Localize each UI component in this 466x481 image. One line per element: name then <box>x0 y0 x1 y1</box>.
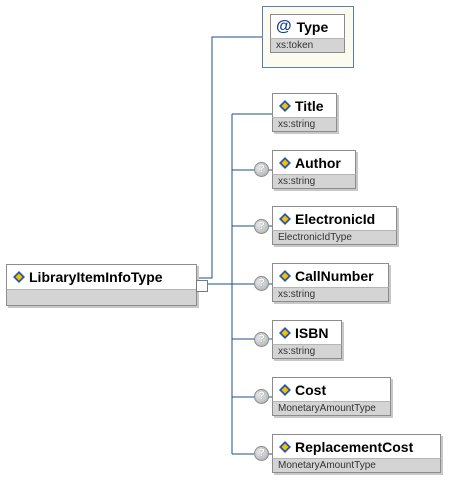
element-diamond-icon <box>279 212 291 225</box>
element-diamond-icon <box>279 383 291 396</box>
element-node-callnumber[interactable]: CallNumber xs:string <box>272 263 389 302</box>
sequence-compositor <box>196 280 208 292</box>
element-node-header: ISBN <box>272 320 342 344</box>
element-node-label: CallNumber <box>295 267 374 284</box>
element-node-label: Cost <box>295 381 327 398</box>
optional-question-icon: ? <box>254 219 269 234</box>
element-node-label: ElectronicId <box>295 210 376 227</box>
element-node-replacementcost[interactable]: ReplacementCost MonetaryAmountType <box>272 434 441 473</box>
element-node-author[interactable]: Author xs:string <box>272 150 356 189</box>
element-diamond-icon <box>13 271 25 283</box>
element-node-header: Author <box>272 150 356 174</box>
element-diamond-icon <box>279 440 291 453</box>
element-node-label: Title <box>295 97 324 114</box>
element-diamond-icon <box>279 326 291 339</box>
root-node-header: LibraryItemInfoType <box>6 264 197 289</box>
optional-question-icon: ? <box>254 162 269 177</box>
element-node-isbn[interactable]: ISBN xs:string <box>272 320 342 359</box>
root-node-type <box>6 289 197 306</box>
element-node-type: MonetaryAmountType <box>272 401 391 416</box>
element-node-type: xs:string <box>272 287 389 302</box>
element-node-header: Title <box>272 93 337 117</box>
element-node-header: ElectronicId <box>272 206 397 230</box>
element-node-header: Cost <box>272 377 391 401</box>
connector-attribute <box>197 36 262 279</box>
attribute-node-header: @ Type <box>270 14 345 38</box>
root-node[interactable]: LibraryItemInfoType <box>6 264 197 306</box>
element-diamond-icon <box>279 156 291 169</box>
optional-question-icon: ? <box>254 389 269 404</box>
element-node-header: CallNumber <box>272 263 389 287</box>
attribute-group: @ Type xs:token <box>262 6 354 68</box>
element-diamond-icon <box>279 269 291 282</box>
attribute-node[interactable]: @ Type xs:token <box>270 14 345 53</box>
element-node-type: MonetaryAmountType <box>272 458 441 473</box>
element-node-type: xs:string <box>272 174 356 189</box>
element-node-cost[interactable]: Cost MonetaryAmountType <box>272 377 391 416</box>
attribute-at-icon: @ <box>276 17 292 35</box>
optional-question-icon: ? <box>254 332 269 347</box>
attribute-node-type: xs:token <box>270 38 345 53</box>
element-node-header: ReplacementCost <box>272 434 441 458</box>
optional-question-icon: ? <box>254 446 269 461</box>
element-node-label: Author <box>295 154 341 171</box>
element-diamond-icon <box>279 99 291 112</box>
attribute-node-label: Type <box>296 18 329 35</box>
optional-question-icon: ? <box>254 276 269 291</box>
element-node-electronicid[interactable]: ElectronicId ElectronicIdType <box>272 206 397 245</box>
element-node-label: ISBN <box>295 324 329 341</box>
element-node-type: xs:string <box>272 117 337 132</box>
element-node-type: xs:string <box>272 344 342 359</box>
root-node-label: LibraryItemInfoType <box>29 269 163 285</box>
element-node-title[interactable]: Title xs:string <box>272 93 337 132</box>
element-node-type: ElectronicIdType <box>272 230 397 245</box>
element-node-label: ReplacementCost <box>295 438 414 455</box>
